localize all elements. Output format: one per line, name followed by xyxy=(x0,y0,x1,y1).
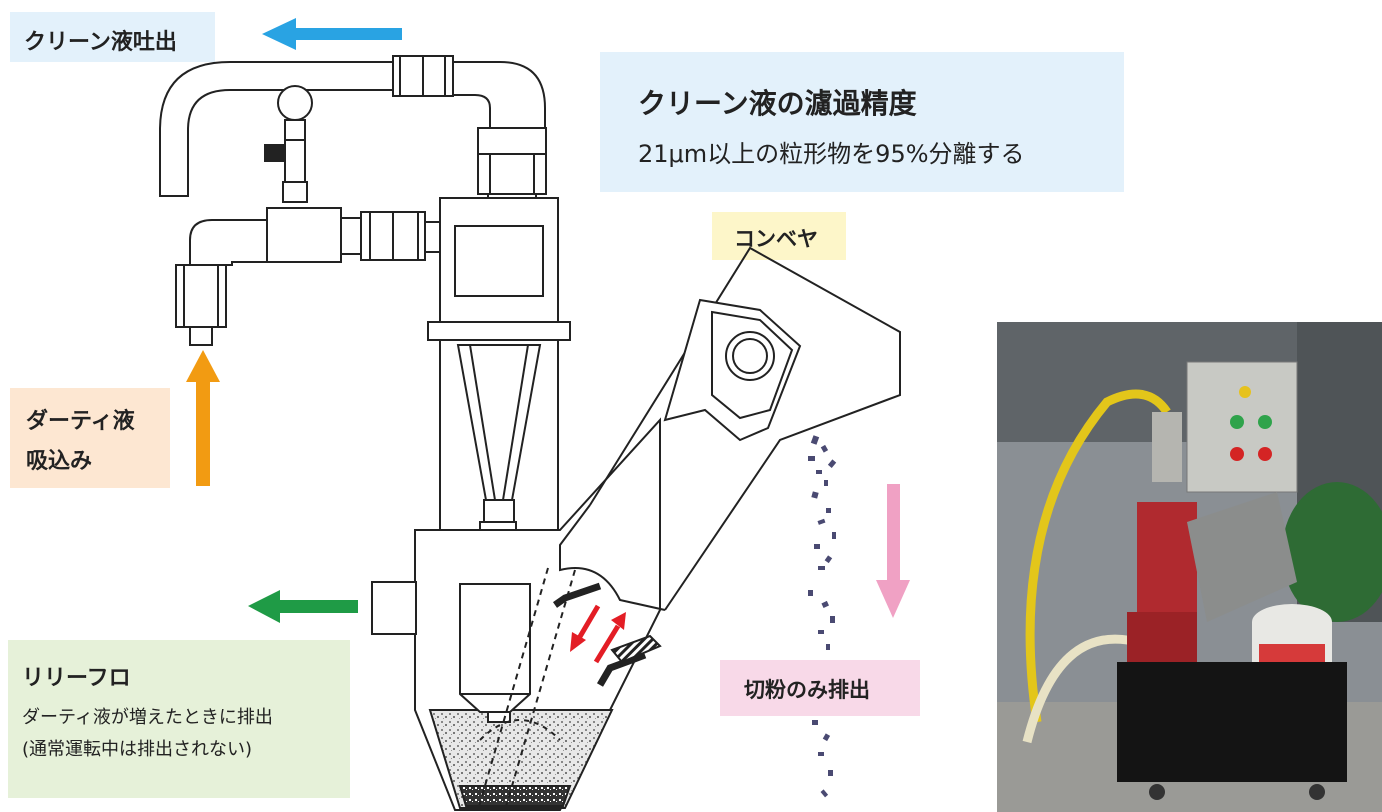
precision-title: クリーン液の濾過精度 xyxy=(638,87,917,120)
falling-chips xyxy=(808,435,837,798)
precision-detail: 21μm以上の粒形物を95%分離する xyxy=(638,140,1025,168)
relief-flow-desc-1: ダーティ液が増えたときに排出 xyxy=(22,707,273,728)
chips-discharge-label: 切粉のみ排出 xyxy=(720,660,920,716)
relief-flow-box: リリーフロ ダーティ液が増えたときに排出 (通常運転中は排出されない) xyxy=(8,640,350,798)
dirty-intake-label: ダーティ液 吸込み xyxy=(10,388,170,488)
filtration-precision-box: クリーン液の濾過精度 21μm以上の粒形物を95%分離する xyxy=(600,52,1124,192)
separator-tank xyxy=(371,417,661,811)
cyclone-body xyxy=(427,197,571,565)
machine-photo xyxy=(997,322,1382,812)
machine-photo-illustration xyxy=(997,322,1382,812)
dirty-intake-line1: ダーティ液 xyxy=(26,409,135,434)
clean-discharge-arrow xyxy=(262,18,402,50)
relief-arrow xyxy=(248,590,358,623)
relief-flow-desc-2: (通常運転中は排出されない) xyxy=(22,739,253,760)
conveyor xyxy=(477,246,901,811)
dirty-intake-line2: 吸込み xyxy=(26,449,93,474)
conveyor-label: コンベヤ xyxy=(712,212,846,260)
chips-discharge-arrow xyxy=(876,484,910,618)
dirty-intake-arrow xyxy=(186,350,220,486)
internal-flow-arrows xyxy=(570,604,626,664)
clean-discharge-label: クリーン液吐出 xyxy=(10,12,215,62)
relief-flow-title: リリーフロ xyxy=(22,666,131,691)
